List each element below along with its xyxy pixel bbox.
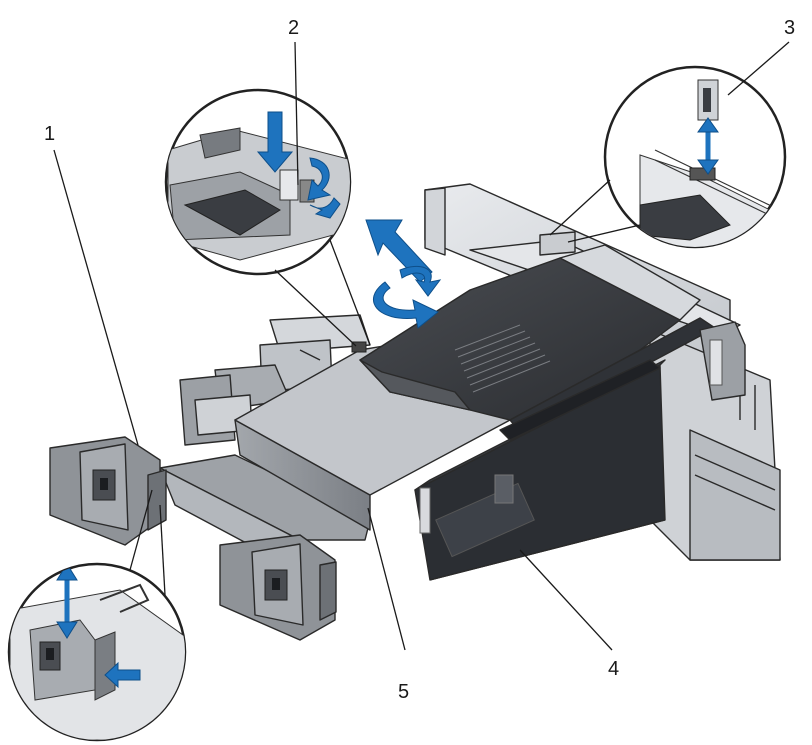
callout-1: 1 [44, 123, 55, 145]
card-holder-center [220, 535, 336, 640]
callout-2: 2 [288, 17, 299, 39]
zoom-detail-1 [9, 564, 190, 740]
callout-3: 3 [784, 17, 795, 39]
zoom-detail-2 [166, 90, 352, 274]
card-holder-left [50, 437, 166, 545]
rotate-arrow [373, 266, 440, 328]
zoom-detail-3 [605, 67, 790, 260]
callout-4: 4 [608, 658, 619, 680]
callout-5: 5 [398, 681, 409, 703]
